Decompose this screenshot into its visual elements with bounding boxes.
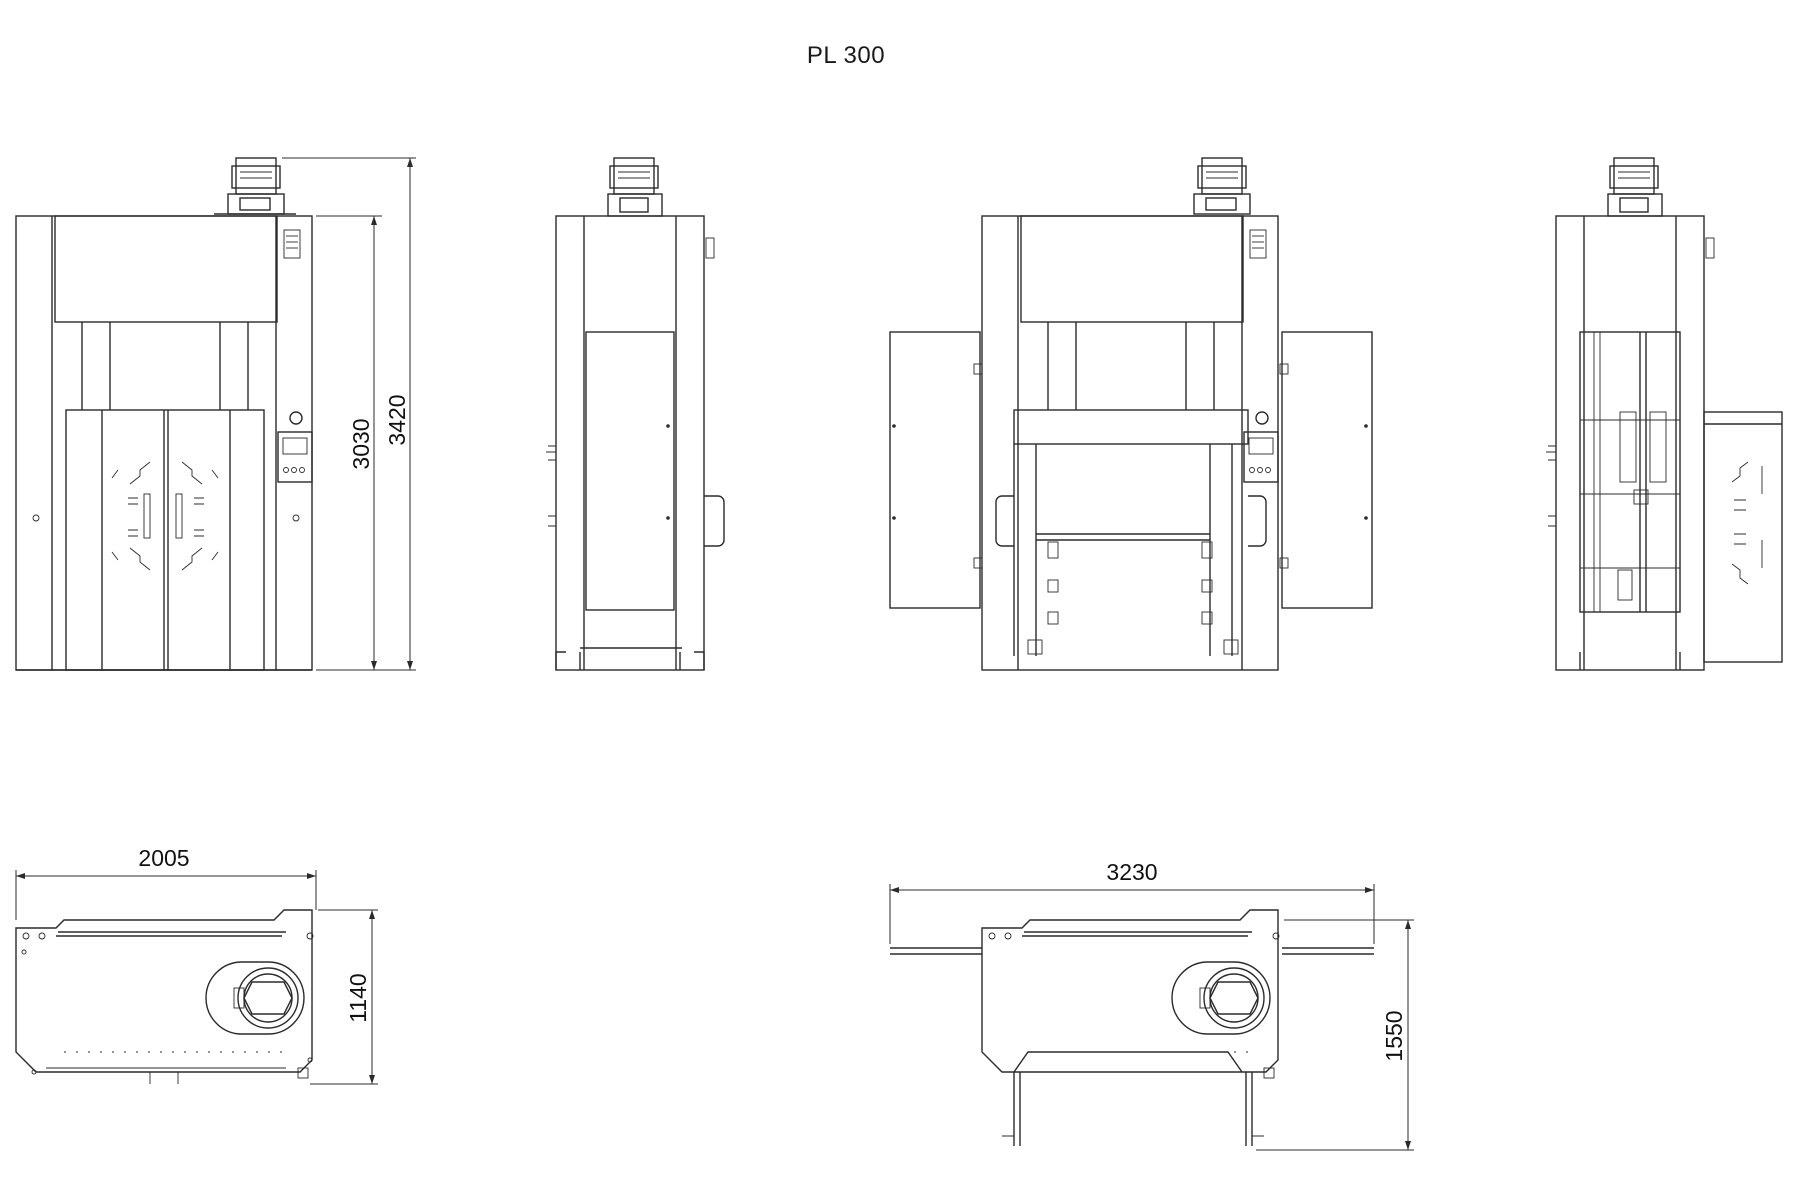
dimension-1140: 1140: [345, 973, 371, 1022]
motor-icon: [1193, 157, 1251, 215]
dimension-3420: 3420: [384, 394, 410, 445]
top-open-view: [890, 909, 1374, 1146]
dimension-1550: 1550: [1381, 1010, 1407, 1061]
front-open-view: [889, 157, 1373, 671]
dimension-3230: 3230: [1106, 859, 1157, 885]
top-dimension-lines: [15, 870, 378, 1085]
drum-icon: [1171, 961, 1271, 1035]
side-open-view: [1546, 157, 1783, 671]
side-view: [546, 157, 725, 671]
height-dimension-lines: [282, 157, 416, 671]
motor-icon: [214, 157, 296, 215]
drawing-title: PL 300: [806, 42, 886, 69]
top-open-dimension-lines: [889, 884, 1414, 1151]
motor-icon: [607, 157, 663, 217]
drum-icon: [205, 961, 305, 1035]
dimension-3030: 3030: [348, 418, 374, 469]
front-view: [15, 157, 313, 671]
dimension-2005: 2005: [138, 845, 189, 871]
motor-icon: [1607, 157, 1663, 217]
top-view: [15, 909, 314, 1084]
